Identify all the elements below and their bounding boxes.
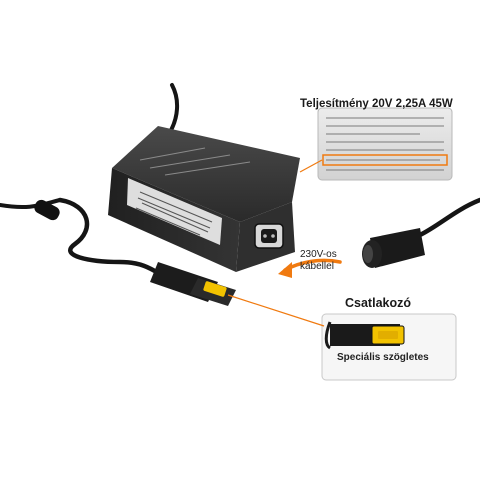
connector-description: Speciális szögletes <box>337 352 429 363</box>
connector-callout <box>321 313 457 381</box>
dc-cable-left <box>0 198 62 210</box>
cable-note-line2: kábellel <box>300 261 334 272</box>
ac-plug <box>362 228 425 268</box>
adapter-body <box>108 126 300 272</box>
dc-cable-top <box>168 83 179 134</box>
square-tip-plug <box>150 262 236 306</box>
cable-note-line1: 230V-os <box>300 249 337 260</box>
rating-sticker-callout <box>317 107 453 181</box>
ferrite-bead <box>34 199 60 221</box>
dc-cable <box>57 197 163 277</box>
connector-title: Csatlakozó <box>345 296 411 310</box>
power-rating-label: Teljesítmény 20V 2,25A 45W <box>300 98 453 110</box>
ac-cable <box>417 197 480 238</box>
cable-note: 230V-os kábellel <box>300 249 360 273</box>
